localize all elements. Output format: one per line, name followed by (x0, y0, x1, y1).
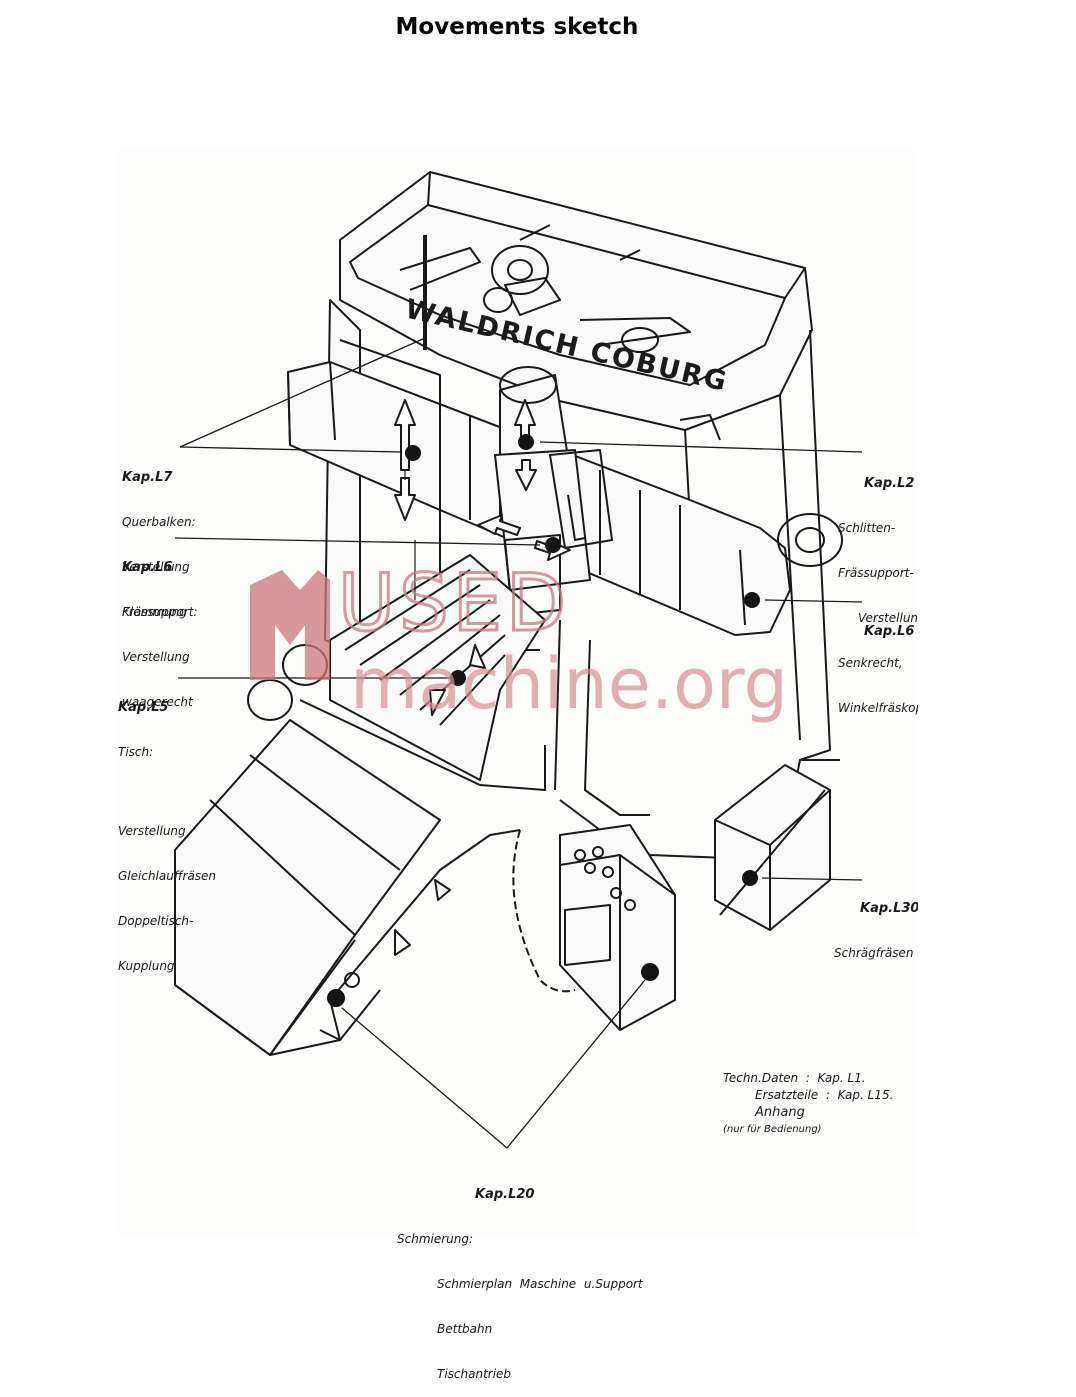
label-l6-line: Frässupport: (122, 605, 198, 619)
label-l5-ref: Kap.L5 (118, 700, 169, 715)
watermark: USED machine.org (250, 558, 788, 725)
milling-support (494, 366, 613, 651)
label-l6-rail: Kap.L6 (864, 594, 914, 654)
note-anhang-sub: (nur für Bedienung) (723, 1124, 822, 1135)
note-ersatz-val: Kap. L15. (837, 1088, 894, 1102)
label-l20-item: Bettbahn (437, 1322, 493, 1336)
label-l5-line (118, 790, 216, 794)
label-l6-support: Kap.L6 Frässupport: Verstellung waagerec… (122, 530, 198, 725)
machine-bed (174, 719, 521, 1056)
reference-notes: Techn.Daten : Kap. L1. Ersatzteile : Kap… (723, 1070, 923, 1138)
note-techn-key: Techn.Daten (723, 1071, 799, 1085)
label-l30-line: Schrägfräsen (834, 946, 914, 960)
watermark-site: machine.org (350, 643, 788, 725)
label-l6-line: waagerecht (122, 695, 193, 709)
callout-dots (327, 434, 760, 1007)
note-anhang: Anhang (755, 1105, 805, 1120)
control-cabinet (512, 824, 676, 1031)
label-l30-ref: Kap.L30 (860, 901, 918, 916)
note-ersatz-key: Ersatzteile (755, 1088, 819, 1102)
label-l5-line: Verstellung (118, 824, 186, 838)
machine-table (247, 554, 546, 791)
label-l20-item: Tischantrieb (437, 1367, 512, 1381)
label-l5-line: Doppeltisch- (118, 914, 194, 928)
label-l5-line: Gleichlauffräsen (118, 869, 217, 883)
label-l5-line: Tisch: (118, 745, 154, 759)
label-l5: Kap.L5 Tisch: Verstellung Gleichlauffräs… (118, 670, 216, 989)
angle-milling-box (714, 759, 840, 931)
label-l6-ref: Kap.L6 (122, 560, 173, 575)
label-l2-line: Verstellung (858, 611, 918, 625)
label-l7-line: Klemmung (122, 605, 187, 619)
label-l20-line: Schmierung: (397, 1232, 474, 1246)
label-l2: Kap.L2 Schlitten- Frässupport- Verstellu… (838, 446, 918, 731)
label-l20-ref: Kap.L20 (475, 1187, 535, 1202)
label-l6-line: Verstellung (122, 650, 190, 664)
label-l30: Kap.L30 Schrägfräsen (834, 871, 918, 976)
label-l7-ref: Kap.L7 (122, 470, 173, 485)
label-l7: Kap.L7 Querbalken: Verstellung Klemmung (122, 440, 196, 635)
label-l20: Kap.L20 Schmierung: Schmierplan Maschine… (397, 1157, 643, 1397)
top-housing (339, 171, 813, 431)
label-l7-line: Querbalken: (122, 515, 196, 529)
page-title: Movements sketch (395, 14, 639, 40)
label-l5-line: Kupplung (118, 959, 175, 973)
label-l6b-ref: Kap.L6 (864, 624, 915, 639)
watermark-used: USED (338, 559, 570, 649)
note-techn-val: Kap. L1. (817, 1071, 866, 1085)
machine-sketch: WALDRICH COBURG USED machine.org (174, 171, 863, 1149)
label-l2-line: Winkelfräskopf (838, 701, 918, 715)
label-l7-line: Verstellung (122, 560, 190, 574)
label-l20-item: Schmierplan Maschine u.Support (437, 1277, 643, 1291)
label-l2-line: Senkrecht, (838, 656, 903, 670)
label-l2-line: Schlitten- (838, 521, 896, 535)
label-l2-ref: Kap.L2 (864, 476, 915, 491)
arrow-guides (404, 470, 416, 600)
leader-lines (174, 337, 863, 1149)
label-l2-line: Frässupport- (838, 566, 914, 580)
watermark-logo-icon (250, 570, 330, 680)
